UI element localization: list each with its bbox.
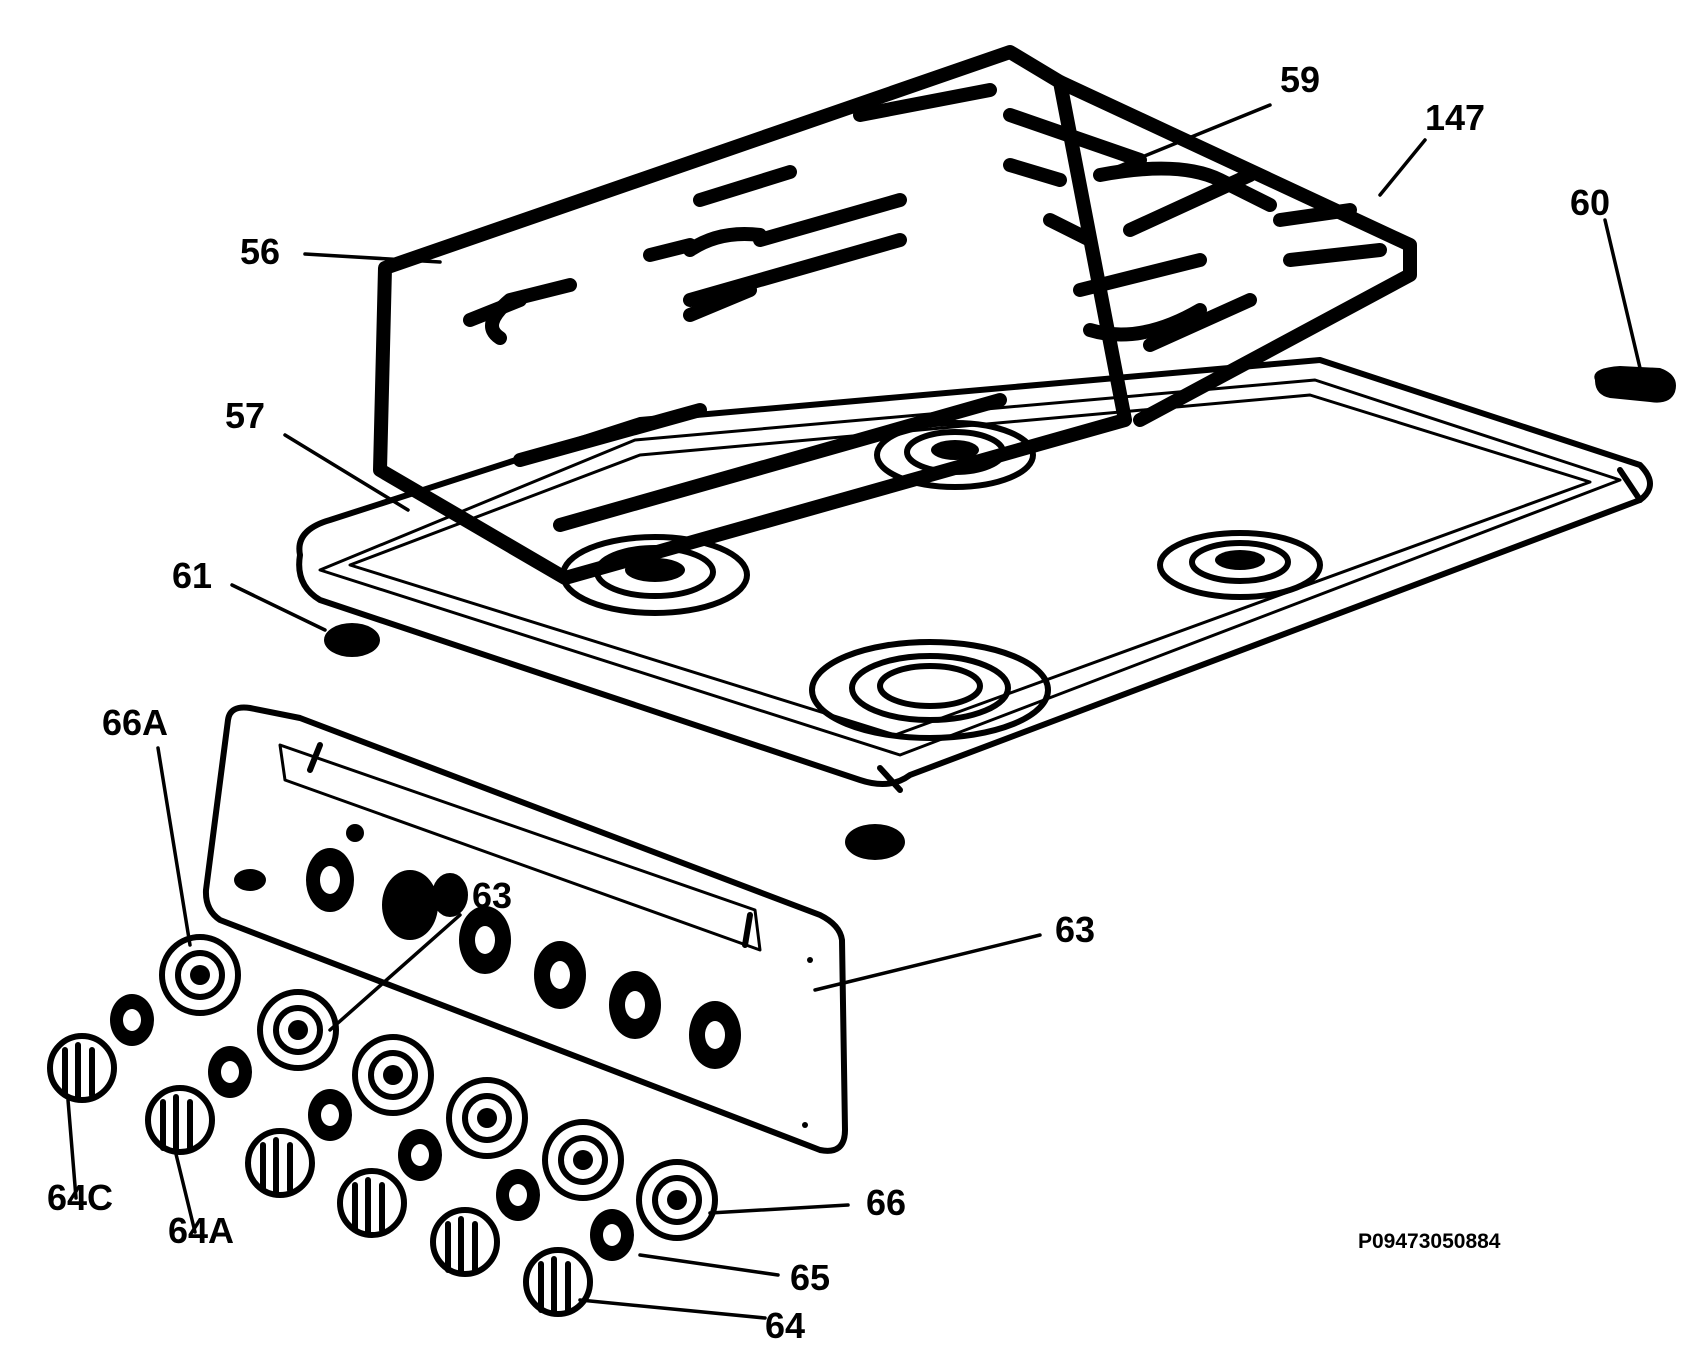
burner-right [1157, 530, 1323, 600]
burner-rear [874, 420, 1036, 490]
hob-top-plate [296, 357, 1653, 793]
label-147: 147 [1425, 97, 1485, 138]
label-63-panel: 63 [472, 875, 512, 916]
label-60: 60 [1570, 182, 1610, 223]
knob-bezels [159, 934, 718, 1241]
label-63: 63 [1055, 909, 1095, 950]
knob-springs [110, 994, 634, 1261]
label-64A: 64A [168, 1210, 234, 1251]
label-61: 61 [172, 555, 212, 596]
label-65: 65 [790, 1257, 830, 1298]
burner-front-large [809, 639, 1051, 741]
pan-support-grid-right [1003, 75, 1417, 427]
label-56: 56 [240, 231, 280, 272]
label-64: 64 [765, 1305, 805, 1346]
leader-lines [66, 103, 1642, 1320]
burner-left [560, 534, 750, 616]
label-66: 66 [866, 1182, 906, 1223]
drawing-code: P09473050884 [1358, 1230, 1501, 1253]
control-knobs [47, 1033, 593, 1317]
label-59: 59 [1280, 59, 1320, 100]
rubber-foot-61 [324, 623, 380, 657]
control-panel [202, 704, 848, 1154]
rubber-foot-front [845, 824, 905, 860]
label-57: 57 [225, 395, 265, 436]
label-66A: 66A [102, 702, 168, 743]
rubber-foot-60 [1594, 366, 1676, 403]
label-64C: 64C [47, 1177, 113, 1218]
